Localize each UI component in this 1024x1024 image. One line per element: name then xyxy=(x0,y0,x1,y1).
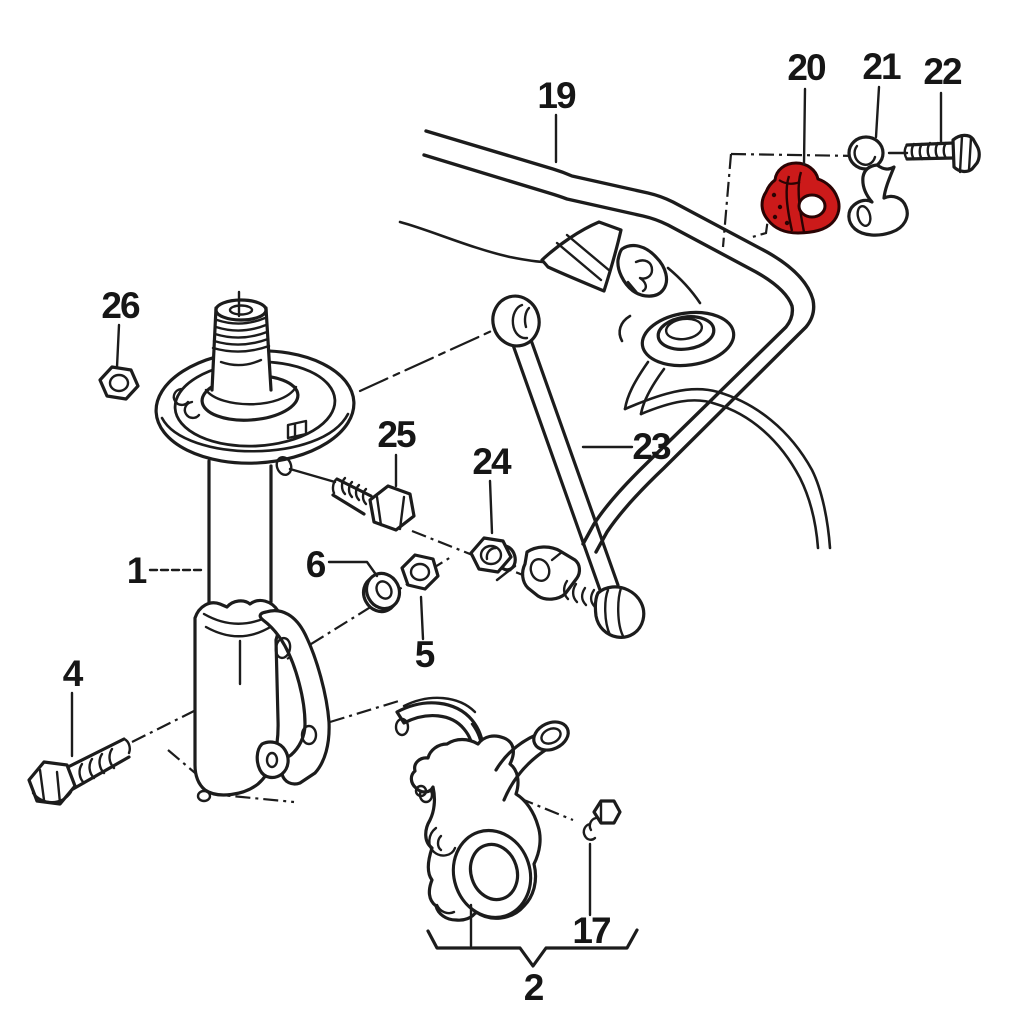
stabilizer-clamp-21 xyxy=(847,135,909,237)
steering-knuckle xyxy=(394,696,622,922)
body-bracket-wedge xyxy=(540,220,669,298)
part-callouts: 1 2 4 5 6 17 19 20 21 22 23 24 25 26 xyxy=(63,46,964,1008)
part-label-22[interactable]: 22 xyxy=(923,51,964,92)
part-label-25[interactable]: 25 xyxy=(377,414,418,455)
stabilizer-link xyxy=(491,294,646,639)
part-label-2[interactable]: 2 xyxy=(524,967,546,1008)
part-label-23[interactable]: 23 xyxy=(632,426,673,467)
nut-26 xyxy=(98,365,140,401)
knuckle-bolt-17 xyxy=(582,799,622,841)
stabilizer-bar xyxy=(422,129,816,554)
part-label-17[interactable]: 17 xyxy=(572,910,612,951)
strut-fork-tab xyxy=(255,740,290,780)
bolt-4 xyxy=(27,737,131,806)
part-label-1[interactable]: 1 xyxy=(127,550,149,591)
part-label-20[interactable]: 20 xyxy=(787,47,828,88)
part-label-26[interactable]: 26 xyxy=(101,285,142,326)
clamp-bolt-22 xyxy=(887,133,981,174)
suspension-strut xyxy=(154,290,356,803)
part-label-24[interactable]: 24 xyxy=(472,441,514,482)
part-label-5[interactable]: 5 xyxy=(415,634,437,675)
nut-24 xyxy=(469,536,513,574)
group-brace xyxy=(426,903,639,968)
hub-bore xyxy=(451,828,533,920)
nut-5 xyxy=(400,553,440,591)
part-label-19[interactable]: 19 xyxy=(537,75,578,116)
part-label-6[interactable]: 6 xyxy=(306,544,328,585)
body-context-lines xyxy=(398,220,832,550)
tie-rod-arm-boss xyxy=(532,720,570,752)
bolt-25 xyxy=(288,467,416,532)
part-label-21[interactable]: 21 xyxy=(862,46,903,87)
stabilizer-bushing-20-highlighted[interactable] xyxy=(760,161,841,235)
body-mount-dome xyxy=(640,310,736,368)
washer-6 xyxy=(361,571,402,614)
leader-lines xyxy=(70,85,943,917)
link-bolt xyxy=(562,579,646,639)
part-label-4[interactable]: 4 xyxy=(63,653,86,694)
